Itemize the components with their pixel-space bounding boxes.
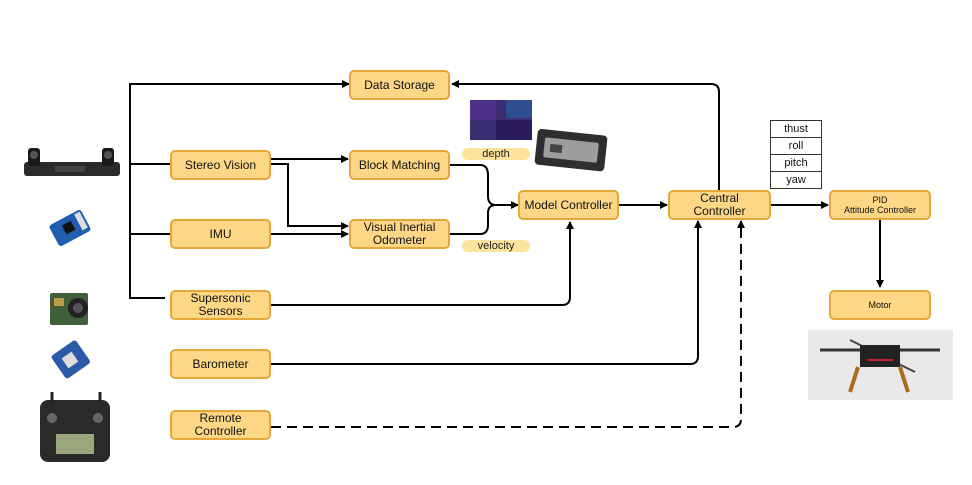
stereo-camera-image: [24, 148, 120, 176]
command-pitch: pitch: [770, 154, 822, 172]
edge-vio-to-model: [450, 204, 518, 235]
barometer-board-image: [51, 340, 90, 379]
pid-label-line-1: PID: [872, 195, 888, 205]
central-controller-label-line-2: Controller: [693, 204, 746, 218]
supersonic-label-line-2: Sensors: [198, 304, 243, 318]
edge-supersonic-to-model: [271, 221, 574, 306]
remote-controller-label-line-2: Controller: [194, 424, 247, 438]
command-roll: roll: [770, 137, 822, 155]
supersonic-label-line-1: Supersonic: [190, 291, 251, 305]
command-list: thust roll pitch yaw: [770, 120, 822, 189]
block-matching-node[interactable]: Block Matching: [349, 150, 450, 180]
vio-label-line-2: Odometer: [372, 233, 427, 247]
edges: [129, 80, 884, 428]
remote-controller-label-line-1: Remote: [199, 411, 242, 425]
central-controller-node[interactable]: Central Controller: [668, 190, 771, 220]
edge-stereo-to-vio: [271, 163, 349, 230]
model-controller-node[interactable]: Model Controller: [518, 190, 619, 220]
imu-label: IMU: [209, 226, 232, 241]
barometer-node[interactable]: Barometer: [170, 349, 271, 379]
supersonic-sensors-node[interactable]: Supersonic Sensors: [170, 290, 271, 320]
data-storage-label: Data Storage: [364, 77, 435, 92]
vio-label-line-1: Visual Inertial: [363, 220, 436, 234]
edge-barometer-to-central: [271, 220, 702, 365]
imu-node[interactable]: IMU: [170, 219, 271, 249]
depth-map-image: [470, 100, 532, 140]
stereo-vision-label: Stereo Vision: [184, 157, 257, 172]
block-matching-label: Block Matching: [358, 157, 441, 172]
ultrasonic-sensor-image: [50, 293, 88, 325]
rc-transmitter-image: [40, 392, 110, 462]
velocity-label: velocity: [462, 240, 530, 252]
remote-controller-node[interactable]: Remote Controller: [170, 410, 271, 440]
edge-central-to-data-storage: [451, 80, 720, 190]
edge-remote-to-central: [271, 220, 745, 428]
quadcopter-image: [808, 330, 953, 400]
depth-label: depth: [462, 148, 530, 160]
compute-module-image: [534, 128, 608, 172]
model-controller-label: Model Controller: [524, 197, 613, 212]
edge-block-matching-to-model: [450, 164, 519, 209]
motor-node[interactable]: Motor: [829, 290, 931, 320]
stereo-vision-node[interactable]: Stereo Vision: [170, 150, 271, 180]
data-storage-node[interactable]: Data Storage: [349, 70, 450, 100]
pid-attitude-controller-node[interactable]: PID Attitude Controller: [829, 190, 931, 220]
visual-inertial-odometer-node[interactable]: Visual Inertial Odometer: [349, 219, 450, 249]
motor-label: Motor: [868, 300, 892, 310]
imu-board-image: [49, 210, 91, 246]
barometer-label: Barometer: [192, 356, 249, 371]
command-yaw: yaw: [770, 171, 822, 189]
edge-sensor-bus: [129, 83, 165, 299]
central-controller-label-line-1: Central: [700, 191, 739, 205]
pid-label-line-2: Attitude Controller: [843, 205, 917, 215]
command-thrust: thust: [770, 120, 822, 138]
